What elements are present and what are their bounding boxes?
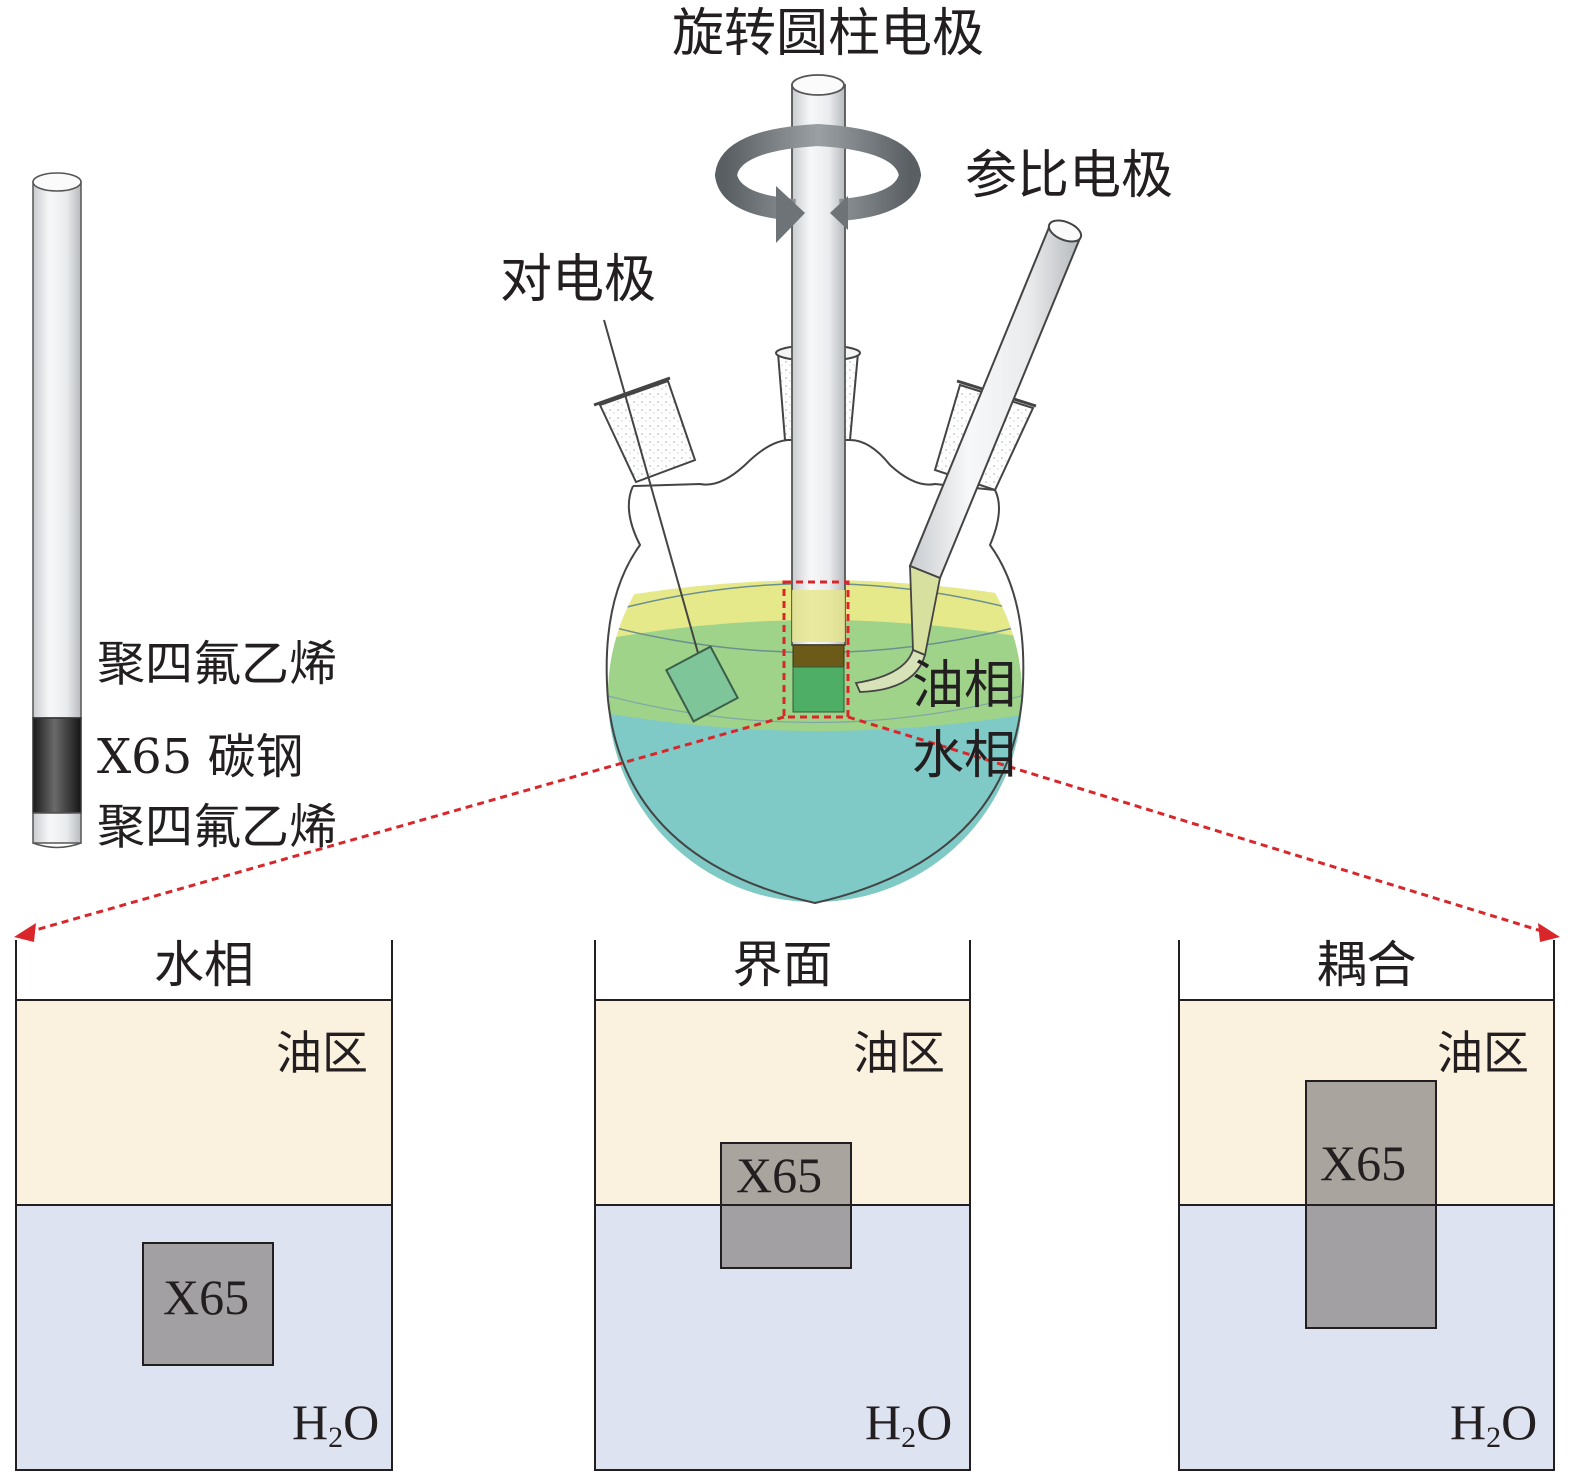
three-neck-flask — [605, 439, 1025, 905]
x65-specimen — [142, 1242, 274, 1366]
oil-zone-label: 油区 — [1437, 1026, 1529, 1080]
oil-zone — [15, 999, 393, 1206]
x65-label: X65 — [163, 1269, 250, 1325]
ptfe-bottom-section — [32, 812, 82, 844]
rotating-electrode-label: 旋转圆柱电极 — [672, 4, 985, 64]
x65-label: X65 — [736, 1147, 823, 1203]
oil-phase-label: 油相 — [912, 656, 1017, 716]
h2o-label: H2O — [1450, 1394, 1538, 1454]
specimen-middle-label: X65 碳钢 — [97, 729, 304, 785]
water-phase-label: 水相 — [912, 726, 1017, 786]
panel-title: 水相 — [154, 936, 254, 994]
arrowhead-left-icon — [14, 923, 36, 942]
left-neck-sleeve — [593, 376, 697, 484]
reference-electrode — [854, 219, 1083, 693]
oil-zone-label: 油区 — [853, 1026, 945, 1080]
specimen-bottom-label: 聚四氟乙烯 — [97, 799, 338, 855]
panel-title: 界面 — [732, 936, 833, 994]
rotating-cylinder-electrode — [791, 74, 846, 713]
panel-coupled — [1178, 940, 1555, 1471]
arrowhead-right-icon — [1538, 923, 1560, 942]
zoom-pointer-right — [847, 715, 1549, 935]
rotation-arrow-icon — [714, 123, 922, 243]
zoom-box — [782, 580, 850, 719]
specimen-rod — [32, 172, 82, 849]
counter-electrode — [603, 319, 740, 723]
panel-water-phase — [15, 940, 393, 1471]
panel-title: 耦合 — [1316, 936, 1417, 994]
reference-electrode-label: 参比电极 — [965, 146, 1174, 206]
zoom-indicator — [24, 580, 1549, 935]
oil-zone-label: 油区 — [276, 1026, 368, 1080]
counter-electrode-label: 对电极 — [500, 250, 657, 310]
ptfe-top-section — [32, 181, 82, 719]
x65-label: X65 — [1320, 1135, 1407, 1191]
specimen-top-label: 聚四氟乙烯 — [97, 636, 338, 692]
x65-steel-section — [32, 717, 82, 814]
h2o-label: H2O — [292, 1394, 380, 1454]
rod-top-cap — [32, 172, 82, 192]
h2o-label: H2O — [865, 1394, 953, 1454]
panel-interface — [594, 940, 971, 1471]
